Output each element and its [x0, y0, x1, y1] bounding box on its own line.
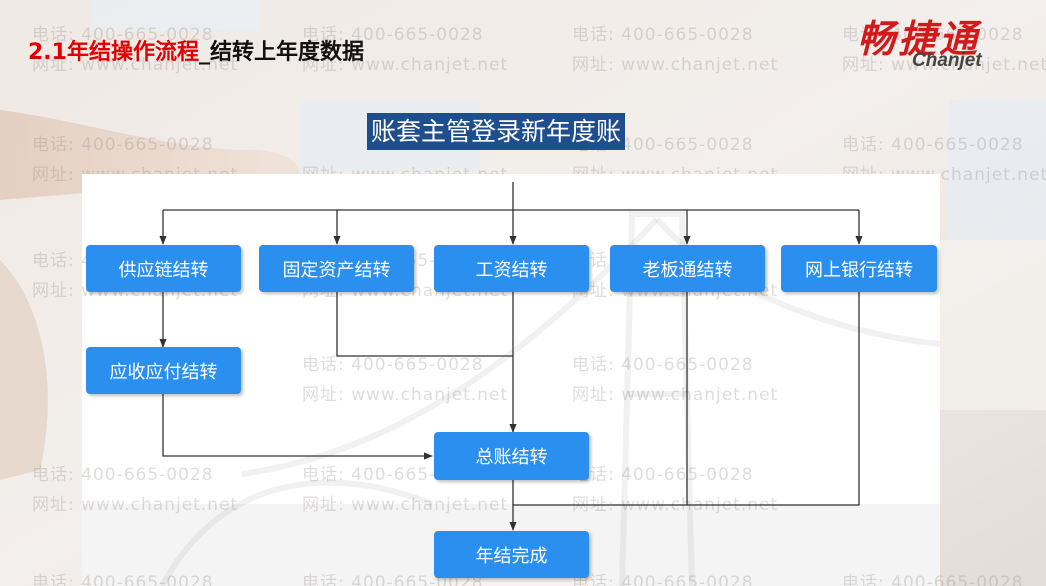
- watermark-phone: 电话: 400-665-0028: [842, 25, 1024, 45]
- watermark-phone: 电话: 400-665-0028: [572, 25, 754, 45]
- watermark-phone: 电话: 400-665-0028: [32, 135, 214, 155]
- node-supply-chain-carryover: 供应链结转: [86, 245, 241, 292]
- watermark-site: 网址: www.chanjet.net: [572, 55, 779, 75]
- watermark-phone: 电话: 400-665-0028: [842, 135, 1024, 155]
- node-year-end-complete: 年结完成: [434, 531, 589, 578]
- watermark-phone: 电话: 400-665-0028: [32, 25, 214, 45]
- watermark-phone: 电话: 400-665-0028: [32, 573, 214, 586]
- node-payroll-carryover: 工资结转: [434, 245, 589, 292]
- node-ar-ap-carryover: 应收应付结转: [86, 347, 241, 394]
- watermark-phone: 电话: 400-665-0028: [572, 465, 754, 485]
- slide-title-topic: _结转上年度数据: [198, 40, 364, 65]
- watermark-site: 网址: www.chanjet.net: [302, 55, 509, 75]
- node-fixed-assets-carryover: 固定资产结转: [259, 245, 414, 292]
- watermark-phone: 电话: 400-665-0028: [842, 573, 1024, 586]
- watermark-site: 网址: www.chanjet.net: [572, 385, 779, 405]
- watermark-phone: 电话: 400-665-0028: [572, 573, 754, 586]
- flow-start-header: 账套主管登录新年度账: [367, 113, 626, 150]
- slide-title: 2.1年结操作流程_结转上年度数据: [28, 34, 364, 66]
- watermark-site: 网址: www.chanjet.net: [302, 495, 509, 515]
- watermark-phone: 电话: 400-665-0028: [302, 25, 484, 45]
- watermark-site: 网址: www.chanjet.net: [32, 495, 239, 515]
- brand-logo-english: Chanjet: [912, 50, 982, 71]
- watermark-phone: 电话: 400-665-0028: [32, 465, 214, 485]
- watermark-site: 网址: www.chanjet.net: [32, 55, 239, 75]
- slide-title-section: 2.1年结操作流程: [28, 40, 199, 65]
- watermark-site: 网址: www.chanjet.net: [572, 495, 779, 515]
- watermark-site: 网址: www.chanjet.net: [302, 385, 509, 405]
- node-online-bank-carryover: 网上银行结转: [781, 245, 937, 292]
- node-general-ledger-carryover: 总账结转: [434, 432, 589, 480]
- node-boss-link-carryover: 老板通结转: [610, 245, 765, 292]
- brand-logo-chinese: 畅捷通: [857, 16, 981, 61]
- watermark-site: 网址: www.chanjet.net: [842, 55, 1046, 75]
- watermark-phone: 电话: 400-665-0028: [302, 355, 484, 375]
- watermark-phone: 电话: 400-665-0028: [572, 355, 754, 375]
